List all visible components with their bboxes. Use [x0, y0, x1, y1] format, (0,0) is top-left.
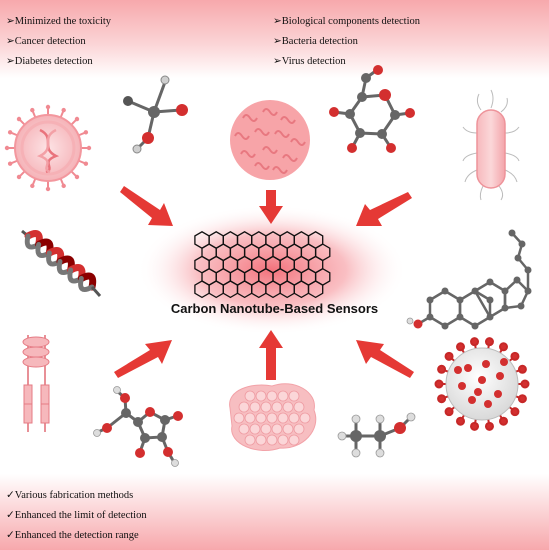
- ascorbic-acid-molecule-icon: [93, 386, 183, 467]
- feature-minimized-toxicity: ➢Minimized the toxicity: [6, 16, 112, 27]
- cell-cluster-icon: [230, 100, 310, 180]
- antibody-strand-icon: [22, 335, 50, 432]
- protein-helix-icon: [21, 229, 102, 297]
- top-feature-band: [0, 0, 549, 78]
- feature-limit-of-detection: ✓Enhanced the limit of detection: [6, 510, 147, 521]
- arrow-bottom-left: [114, 340, 172, 378]
- glucose-molecule-icon: [329, 65, 415, 153]
- feature-diabetes-detection: ➢Diabetes detection: [6, 56, 93, 67]
- arrow-top-right: [356, 192, 412, 226]
- cholesterol-molecule-icon: [406, 229, 532, 330]
- bacterium-icon: [462, 89, 520, 201]
- nanotube-icon: [194, 231, 331, 299]
- feature-biological-components: ➢Biological components detection: [273, 16, 421, 27]
- carboxylic-acid-molecule-icon: [123, 75, 188, 154]
- arrow-top-left: [120, 186, 173, 226]
- bottom-feature-band: [0, 474, 549, 550]
- feature-fabrication-methods: ✓Various fabrication methods: [6, 490, 134, 501]
- feature-bacteria-detection: ➢Bacteria detection: [273, 36, 358, 47]
- ethanol-molecule-icon: [337, 412, 416, 458]
- arrow-bottom-right: [356, 340, 414, 378]
- tissue-icon: [229, 383, 317, 452]
- virus-particle-icon: [4, 104, 92, 192]
- center-title: Carbon Nanotube-Based Sensors: [170, 301, 379, 316]
- coronavirus-icon: [434, 337, 530, 431]
- feature-virus-detection: ➢Virus detection: [273, 56, 346, 67]
- arrows-group: [114, 186, 414, 380]
- arrow-bottom-center: [259, 330, 283, 380]
- feature-detection-range: ✓Enhanced the detection range: [6, 530, 139, 541]
- feature-cancer-detection: ➢Cancer detection: [6, 36, 86, 47]
- arrow-top-center: [259, 190, 283, 224]
- center-glow: [137, 205, 407, 335]
